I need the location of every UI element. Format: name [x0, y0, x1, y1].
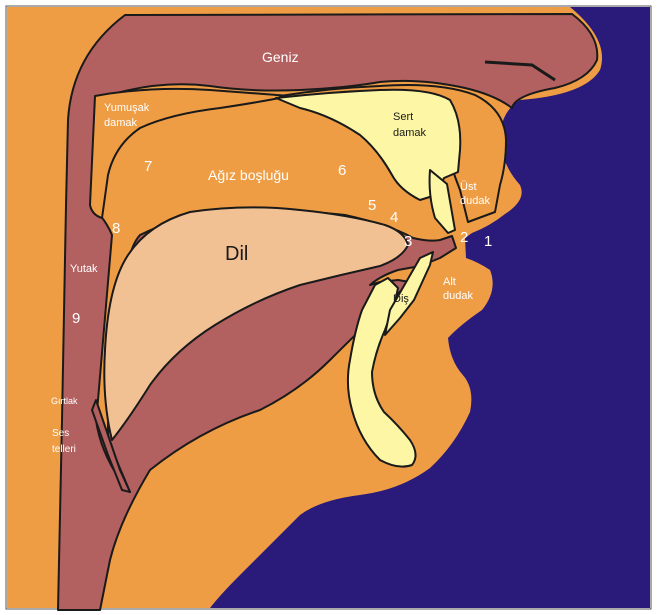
label-vocal-cords-1: Ses — [52, 428, 69, 439]
number-9: 9 — [72, 310, 80, 327]
label-nasal: Geniz — [262, 49, 299, 65]
label-lower-lip-2: dudak — [443, 290, 473, 302]
number-5: 5 — [368, 197, 376, 214]
label-soft-palate-1: Yumuşak — [104, 102, 150, 114]
label-upper-lip-2: dudak — [460, 195, 490, 207]
label-pharynx: Yutak — [70, 263, 98, 275]
number-6: 6 — [338, 162, 346, 179]
label-soft-palate-2: damak — [104, 117, 138, 129]
number-4: 4 — [390, 209, 398, 226]
number-8: 8 — [112, 220, 120, 237]
label-tongue: Dil — [225, 243, 248, 265]
number-7: 7 — [144, 158, 152, 175]
label-vocal-cords-2: telleri — [52, 444, 76, 455]
label-oral-cavity: Ağız boşluğu — [208, 167, 289, 183]
label-upper-lip-1: Üst — [460, 181, 477, 193]
number-1: 1 — [484, 233, 492, 250]
label-larynx: Gırtlak — [51, 396, 78, 406]
label-hard-palate-2: damak — [393, 127, 427, 139]
label-teeth: Diş — [393, 293, 409, 305]
number-3: 3 — [404, 233, 412, 250]
label-lower-lip-1: Alt — [443, 276, 456, 288]
number-2: 2 — [460, 229, 468, 246]
label-hard-palate-1: Sert — [393, 111, 413, 123]
